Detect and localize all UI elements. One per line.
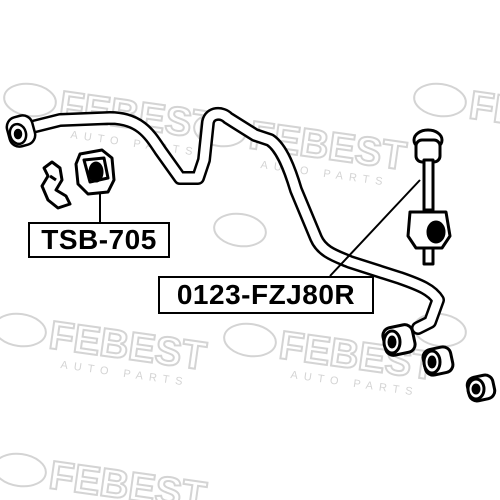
stabilizer-link bbox=[406, 128, 452, 266]
bar-end-bushing bbox=[5, 114, 37, 148]
watermark-6 bbox=[213, 212, 267, 248]
svg-text:FEBEST: FEBEST bbox=[47, 453, 209, 500]
lower-bushing-1 bbox=[381, 323, 417, 357]
part-label-0123-fzj80r: 0123-FZJ80R bbox=[158, 276, 374, 314]
watermark-8: FEBEST bbox=[0, 452, 210, 500]
tsb-705-bushing bbox=[74, 148, 116, 196]
bracket-clip bbox=[40, 160, 72, 210]
leader-fzj bbox=[329, 179, 421, 277]
lower-bushing-2 bbox=[421, 345, 455, 377]
watermark-4: FEBEST AUTO PARTS bbox=[0, 312, 210, 389]
part-label-tsb-705: TSB-705 bbox=[28, 222, 170, 258]
svg-text:FEBEST: FEBEST bbox=[467, 83, 500, 149]
stabilizer-bar bbox=[21, 106, 445, 335]
lower-bushing-3 bbox=[465, 373, 497, 403]
